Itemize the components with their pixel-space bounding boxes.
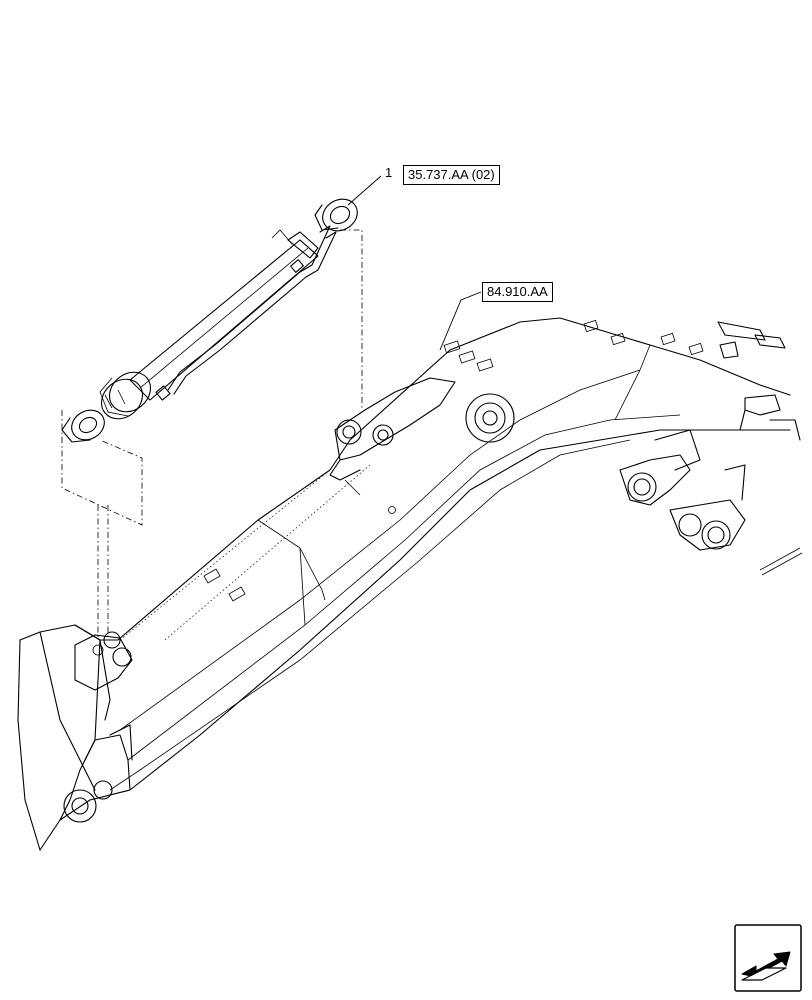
arrow-graphic — [734, 924, 802, 992]
reference-callout-cylinder[interactable]: 35.737.AA (02) — [403, 165, 500, 185]
leader-lines — [347, 175, 482, 351]
boom-cylinder — [61, 198, 358, 443]
next-page-arrow-icon[interactable] — [734, 924, 802, 992]
item-number-label: 1 — [385, 165, 393, 180]
installation-guide-lines — [61, 229, 363, 640]
reference-callout-boom[interactable]: 84.910.AA — [482, 282, 553, 302]
boom-arm — [17, 317, 803, 851]
